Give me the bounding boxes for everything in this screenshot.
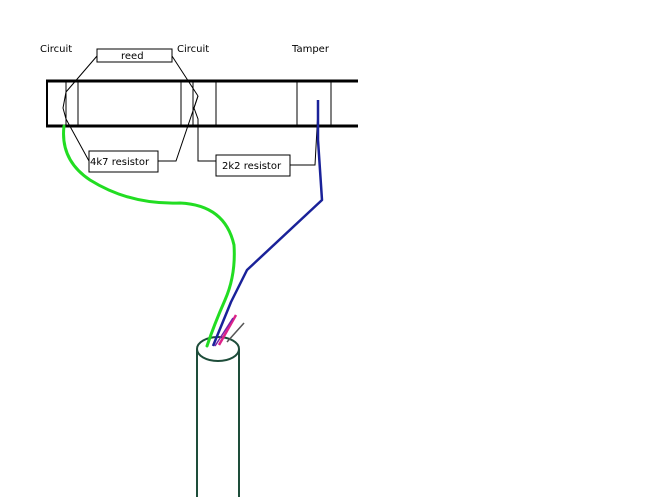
green-wire [62,124,236,348]
purple-wire [214,317,234,347]
tamper-label: Tamper [291,44,330,55]
reed-leader-right [171,55,199,97]
4k7-to-right-contact-wire [158,95,199,162]
left-contact-wire [62,91,67,120]
reed-label: reed [121,51,144,62]
circuit-left-label: Circuit [40,44,72,55]
circuit-right-label: Circuit [177,44,209,55]
sensor-rail [46,79,358,128]
reed-box [96,48,173,63]
right-contact-to-2k2-wire [193,95,216,162]
resistor-2k2-label: 2k2 resistor [222,161,282,172]
dark-wire [226,322,245,343]
cable [196,336,240,497]
resistor-4k7-label: 4k7 resistor [90,157,150,168]
2k2-to-tamper-wire [290,109,319,166]
pink-wire [217,314,238,346]
blue-wire [211,100,324,347]
4k7-leader-left [65,118,90,162]
reed-leader-left [65,55,98,93]
